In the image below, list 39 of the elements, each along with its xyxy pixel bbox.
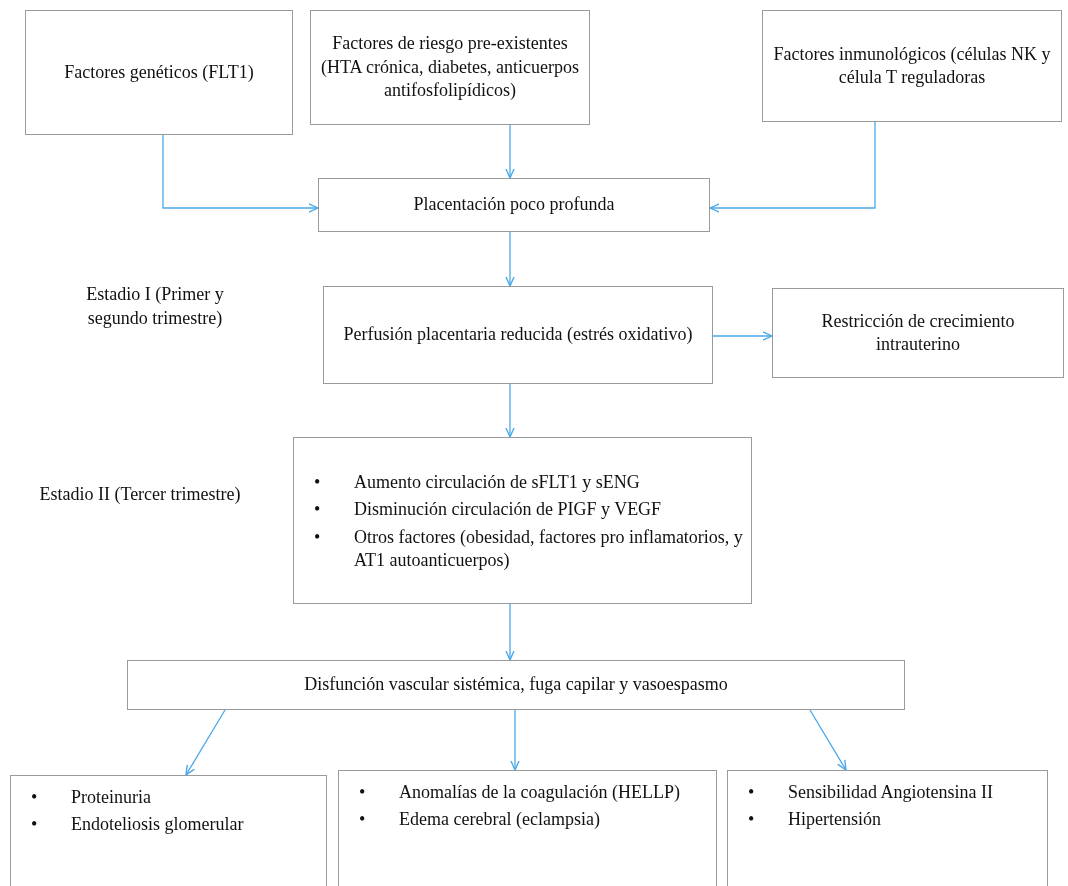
- box-text: Disfunción vascular sistémica, fuga capilar y vasoespasmo: [304, 673, 728, 697]
- process-box: [323, 286, 713, 384]
- arrow: [709, 121, 876, 213]
- list-item: • Endoteliosis glomerular: [30, 813, 245, 837]
- arrow: [505, 231, 515, 287]
- list-item: • Hipertensión: [747, 808, 882, 832]
- process-box: [10, 775, 327, 886]
- box-text: Factores genéticos (FLT1): [64, 60, 254, 84]
- arrow: [712, 331, 773, 341]
- list-item: • Proteinuria: [30, 786, 152, 809]
- arrow: [510, 709, 520, 771]
- process-box: [772, 288, 1064, 378]
- process-box: [25, 10, 293, 135]
- process-box: [762, 10, 1062, 122]
- arrow: [505, 383, 515, 438]
- arrow: [505, 603, 515, 661]
- process-box: [727, 770, 1048, 886]
- arrow: [809, 709, 847, 771]
- list-item: • Edema cerebral (eclampsia): [358, 808, 601, 832]
- box-text: Restricción de crecimiento intrauterino: [820, 309, 1016, 356]
- process-box: [310, 10, 590, 125]
- arrow: [185, 709, 226, 776]
- list-item: • Otros factores (obesidad, factores pro inflamatorios, y AT1 autoanticuerpos): [313, 525, 743, 572]
- process-box: [318, 178, 710, 232]
- process-box: [293, 437, 752, 604]
- box-text: Placentación poco profunda: [413, 193, 615, 217]
- stage-label: Estadio I (Primer y segundo trimestre): [85, 283, 225, 331]
- box-text: Factores inmunológicos (células NK y célula T reguladoras: [773, 42, 1051, 89]
- list-item: • Sensibilidad Angiotensina II: [747, 781, 994, 804]
- arrow: [162, 134, 319, 213]
- process-box: [338, 770, 717, 886]
- list-item: • Aumento circulación de sFLT1 y sENG: [313, 470, 641, 494]
- arrow: [505, 124, 515, 179]
- list-item: • Disminución circulación de PIGF y VEGF: [313, 498, 663, 522]
- process-box: [127, 660, 905, 710]
- box-text: Perfusión placentaria reducida (estrés oxidativo): [343, 323, 693, 347]
- list-item: • Anomalías de la coagulación (HELLP): [358, 781, 681, 804]
- stage-label: Estadio II (Tercer trimestre): [38, 483, 242, 506]
- box-text: Factores de riesgo pre-existentes (HTA crónica, diabetes, anticuerpos antifosfolipídicos): [321, 32, 579, 103]
